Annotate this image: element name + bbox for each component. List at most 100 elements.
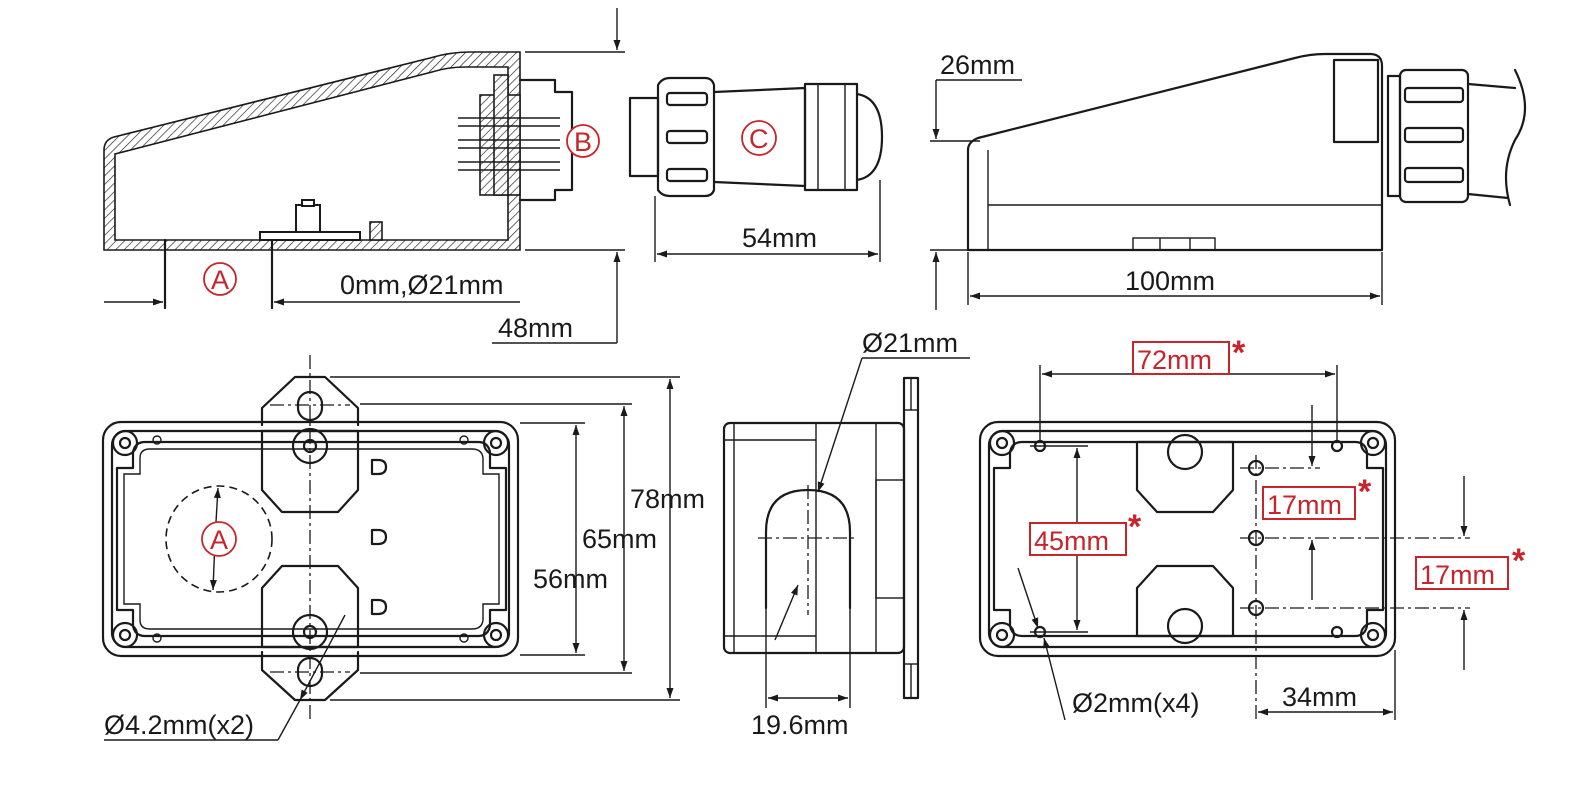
dim-17a-box: [1262, 486, 1356, 520]
rear-screw-br-outer: [1359, 621, 1387, 649]
cable-break: [1504, 68, 1526, 207]
connector-b-flange: [493, 74, 509, 196]
ear-top: [260, 375, 360, 427]
rear-boss-hole-bottom: [1166, 607, 1204, 645]
corner-screw-br-outer: [482, 621, 510, 649]
dim-hole-2-label: Ø2mm(x4): [1072, 688, 1200, 718]
section-view: B A 0mm,Ø21mm 48mm: [103, 8, 625, 344]
cable: [1466, 82, 1517, 200]
corner-screw-bl-inner: [118, 628, 132, 642]
dim-17a-star: *: [1358, 473, 1372, 511]
callout-c-circle: [741, 120, 777, 156]
dim-65-label: 65mm: [582, 524, 657, 554]
bottom-plate: [259, 231, 361, 241]
connector-c-nut: [803, 82, 859, 192]
rear-screw-tr-inner: [1366, 436, 1380, 450]
connector-c-ring: [656, 76, 716, 198]
connector-c-cap: [855, 92, 884, 182]
rear-pcb-hole-tr: [1330, 439, 1344, 453]
corner-boss-tl: [152, 435, 162, 445]
marker-d-3: [370, 598, 388, 616]
side-connector-nut: [1398, 68, 1470, 204]
rear-body-outer: [978, 420, 1397, 658]
dim-45-label: 45mm: [1034, 526, 1109, 556]
rear-pcb-hole-br: [1330, 625, 1344, 639]
corner-screw-br-inner: [489, 628, 503, 642]
connector-c-view: C 54mm: [628, 76, 884, 262]
hole-a-dashed: [165, 485, 273, 593]
dim-56-label: 56mm: [533, 564, 608, 594]
dim-48-label: 48mm: [498, 313, 573, 343]
side-connector-ring: [1386, 74, 1402, 198]
dim-72-box: [1132, 341, 1230, 375]
front-groove-inner: [123, 448, 500, 630]
front-view: A 56mm 65mm 78mm Ø4.2mm(x2): [101, 355, 705, 741]
dia-21-leader-bottom: [774, 584, 799, 641]
dim-100-label: 100mm: [1125, 266, 1215, 296]
callout-b-circle: [566, 124, 600, 158]
hole-4-2-leader-2: [277, 699, 301, 741]
rear-screw-br-inner: [1366, 628, 1380, 642]
corner-screw-bl-outer: [111, 621, 139, 649]
dim-17b-star: *: [1512, 542, 1526, 580]
rear-boss-hole-top: [1166, 433, 1204, 471]
clip-section: [369, 221, 383, 241]
rear-screw-tl-inner: [995, 436, 1009, 450]
rear-view: 72mm * 45mm * 17mm * 17mm * 34mm Ø2mm(x4…: [978, 334, 1526, 721]
end-view: 19.6mm Ø21mm: [722, 328, 970, 740]
slot-1: [665, 91, 709, 107]
side-slot-2: [1403, 126, 1465, 144]
rear-body-inner: [987, 429, 1388, 649]
corner-boss-tr: [459, 435, 469, 445]
callout-c-label: C: [749, 124, 769, 154]
hole-2-leader-a: [1017, 567, 1039, 629]
side-body: [966, 52, 1384, 252]
dim-hole-4-2-label: Ø4.2mm(x2): [104, 710, 254, 740]
slot-2: [665, 129, 709, 145]
rear-screw-tr-outer: [1359, 429, 1387, 457]
hole-4-2-leader: [299, 614, 346, 701]
dim-72-label: 72mm: [1137, 345, 1212, 375]
side-slot-1: [1403, 86, 1465, 104]
corner-screw-tr-inner: [489, 436, 503, 450]
rear-boss-bottom: [1135, 564, 1235, 638]
dim-bottom-label: 0mm,Ø21mm: [340, 270, 504, 300]
corner-boss-bl: [152, 633, 162, 643]
callout-a-circle-front: [201, 521, 237, 557]
dim-54-label: 54mm: [742, 223, 817, 253]
dim-dia-21-label: Ø21mm: [862, 328, 958, 358]
rear-screw-bl-outer: [988, 621, 1016, 649]
side-clip: [1132, 237, 1216, 251]
mount-boss-bottom: [260, 564, 360, 649]
front-groove: [115, 440, 508, 638]
dim-34-label: 34mm: [1282, 682, 1357, 712]
connector-c-back: [628, 96, 660, 178]
enclosure-shell-section: [103, 51, 521, 251]
hole-2-leader-b: [1043, 637, 1066, 721]
corner-screw-tl-outer: [111, 429, 139, 457]
end-inner-panel: [875, 479, 905, 599]
dim-17b-box: [1415, 556, 1509, 590]
boss-cap: [301, 199, 315, 207]
dim-19-6-label: 19.6mm: [751, 710, 849, 740]
mount-boss-top: [260, 429, 360, 514]
dim-26-label: 26mm: [940, 50, 1015, 80]
side-slot-3: [1403, 166, 1465, 184]
dia-21-leader-top: [817, 357, 863, 493]
callout-a-label-front: A: [210, 525, 228, 555]
side-view: 26mm 100mm: [930, 50, 1526, 310]
rear-boss-top: [1135, 440, 1235, 514]
slot-3: [665, 167, 709, 183]
side-connector-panel: [1332, 58, 1380, 144]
boss: [295, 204, 321, 233]
dim-45-box: [1029, 522, 1127, 556]
end-flange: [902, 376, 920, 700]
rear-screw-tl-outer: [988, 429, 1016, 457]
dim-17a-label: 17mm: [1267, 490, 1342, 520]
callout-b-label: B: [574, 127, 592, 157]
rear-screw-bl-inner: [995, 628, 1009, 642]
dim-78-label: 78mm: [630, 484, 705, 514]
corner-screw-tr-outer: [482, 429, 510, 457]
marker-d-2: [370, 528, 388, 546]
callout-a-label-top: A: [211, 265, 229, 295]
